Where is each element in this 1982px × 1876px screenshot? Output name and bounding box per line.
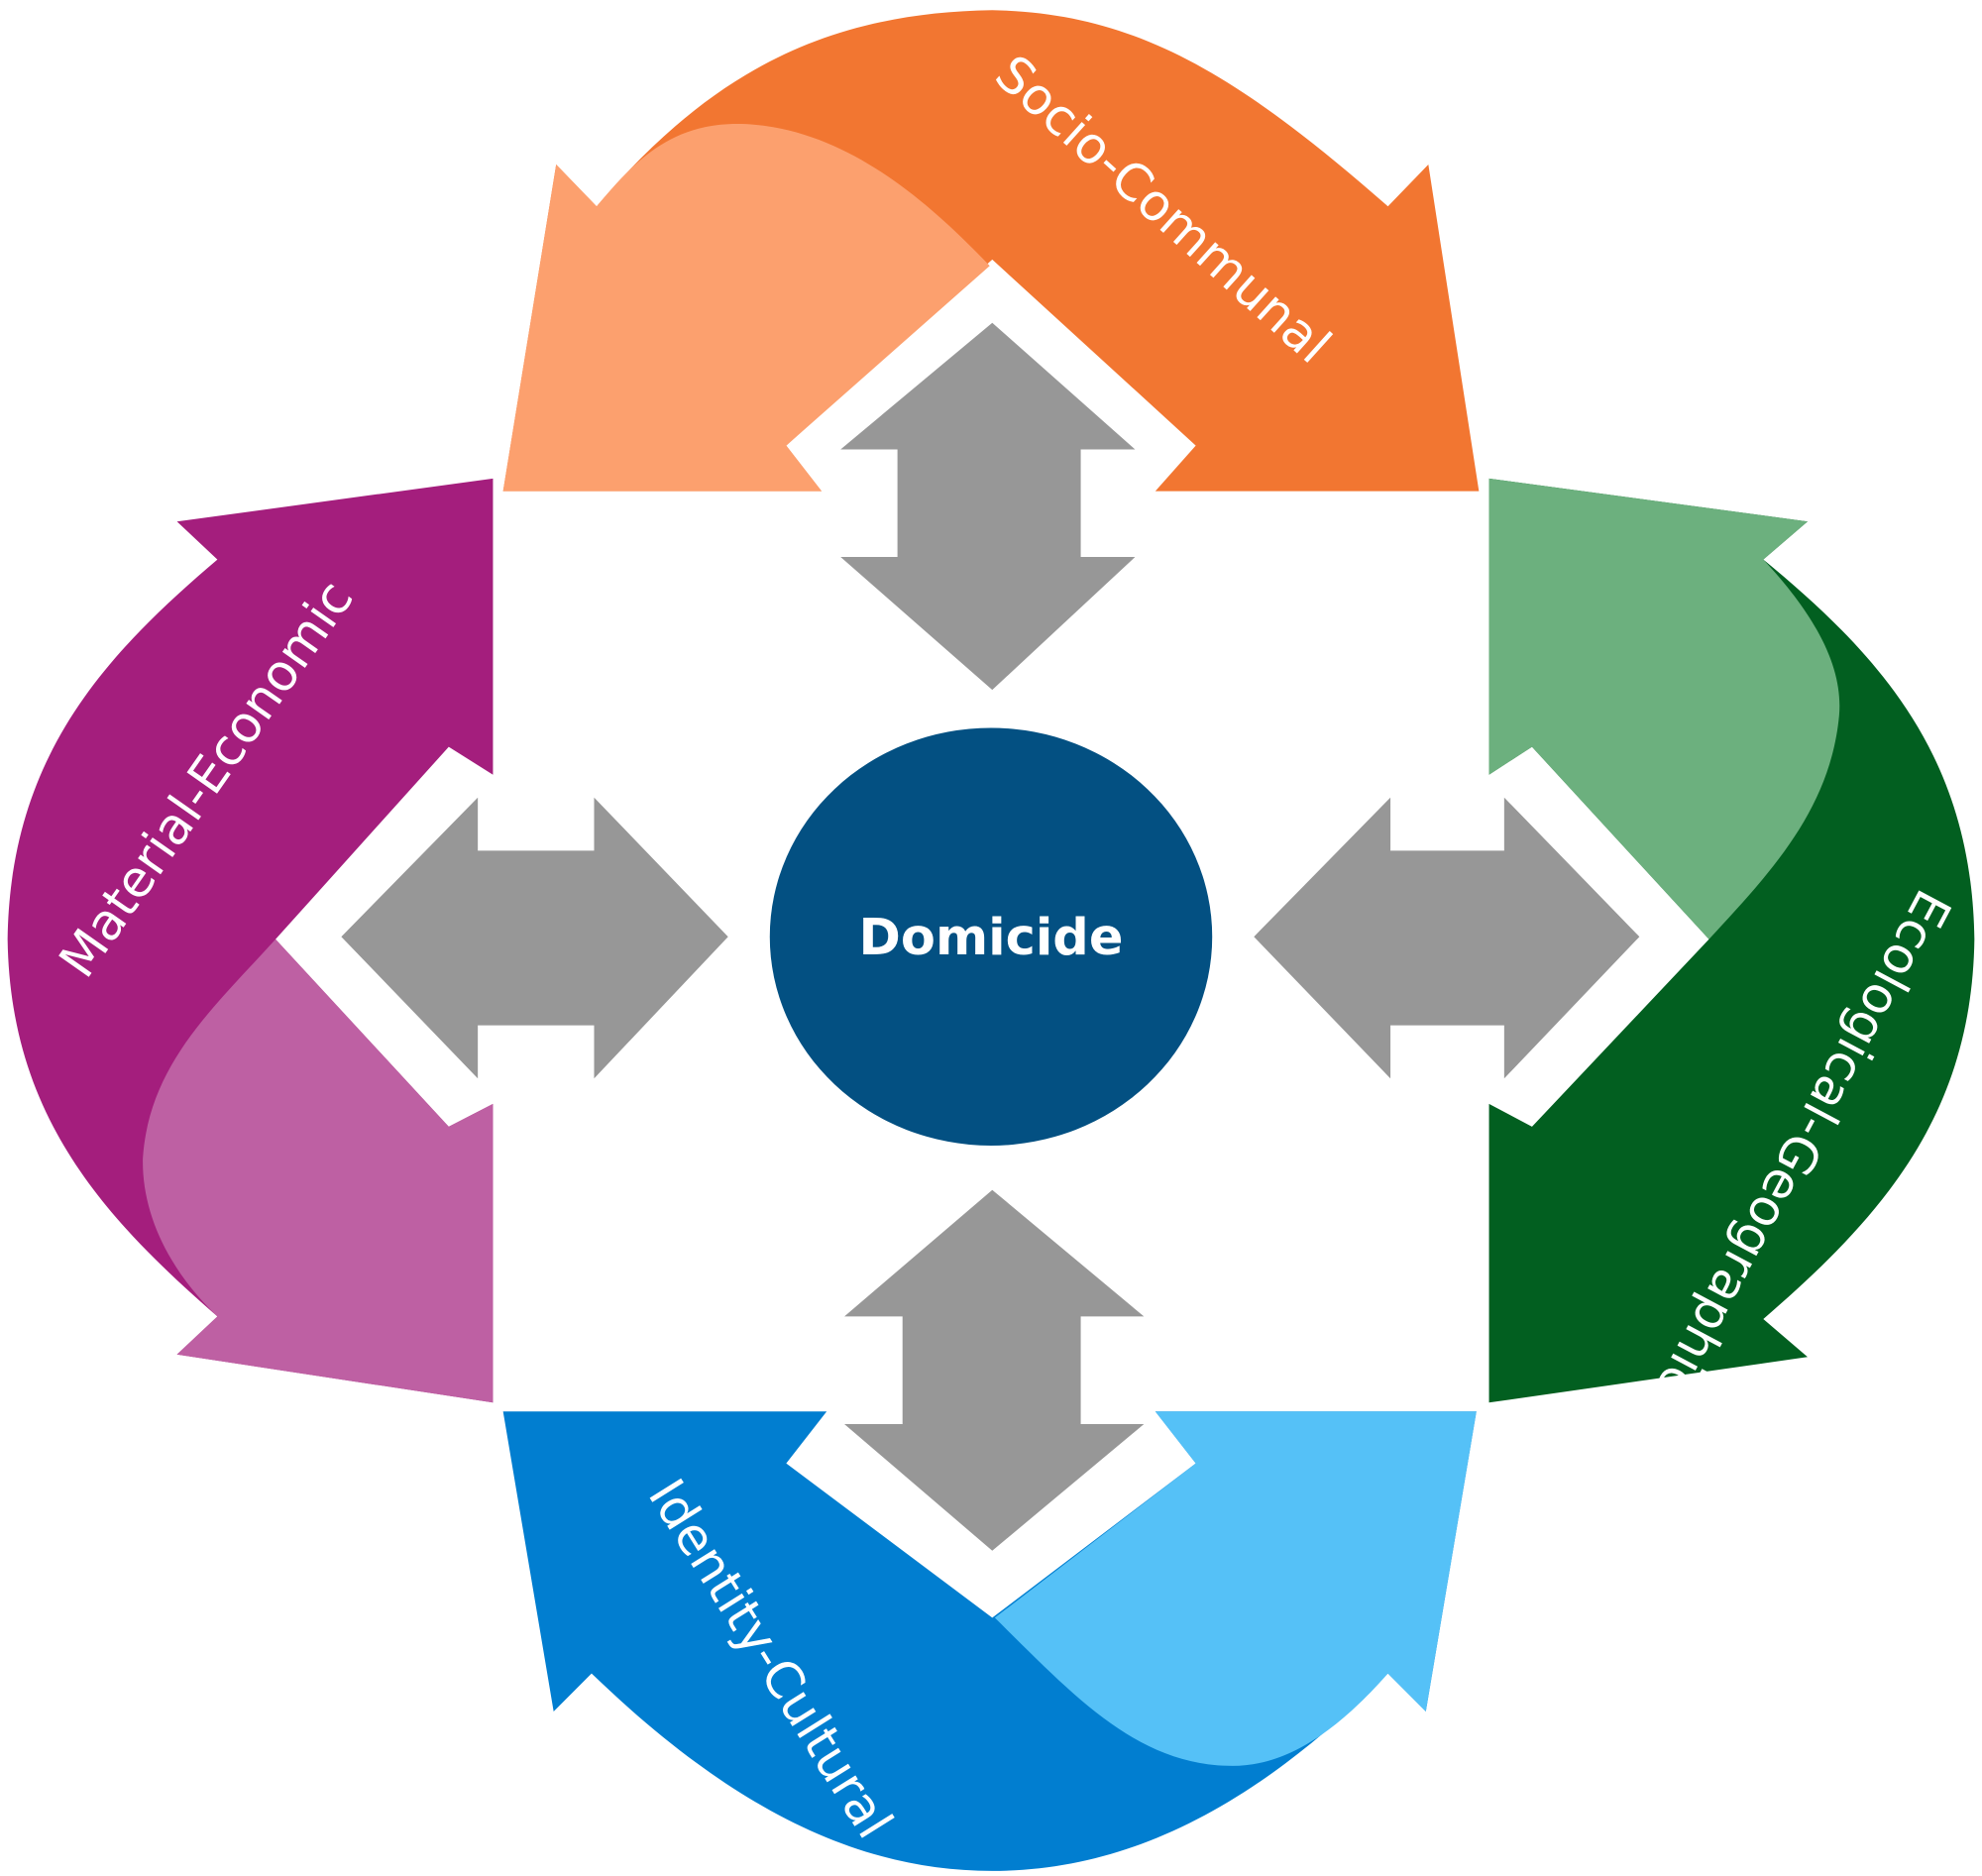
connector-arrow-left xyxy=(341,797,728,1079)
center-circle xyxy=(769,727,1213,1146)
connector-arrow-bottom xyxy=(844,1189,1145,1551)
connector-arrow-right xyxy=(1254,797,1640,1079)
ecological-geographic-band-light xyxy=(1488,478,1840,939)
identity-cultural-cycle-arrow: Identity-Cultural xyxy=(502,1411,1477,1871)
identity-cultural-band-light xyxy=(994,1411,1477,1766)
connector-arrow-top xyxy=(840,322,1136,691)
material-economic-band-light xyxy=(143,938,494,1403)
material-economic-cycle-arrow: Material-Economic xyxy=(7,478,494,1403)
center-node: Domicide xyxy=(769,727,1213,1146)
socio-communal-band-light xyxy=(502,123,990,492)
center-label: Domicide xyxy=(859,909,1124,967)
ecological-geographic-cycle-arrow: Ecological-Geographic xyxy=(1488,478,1975,1407)
